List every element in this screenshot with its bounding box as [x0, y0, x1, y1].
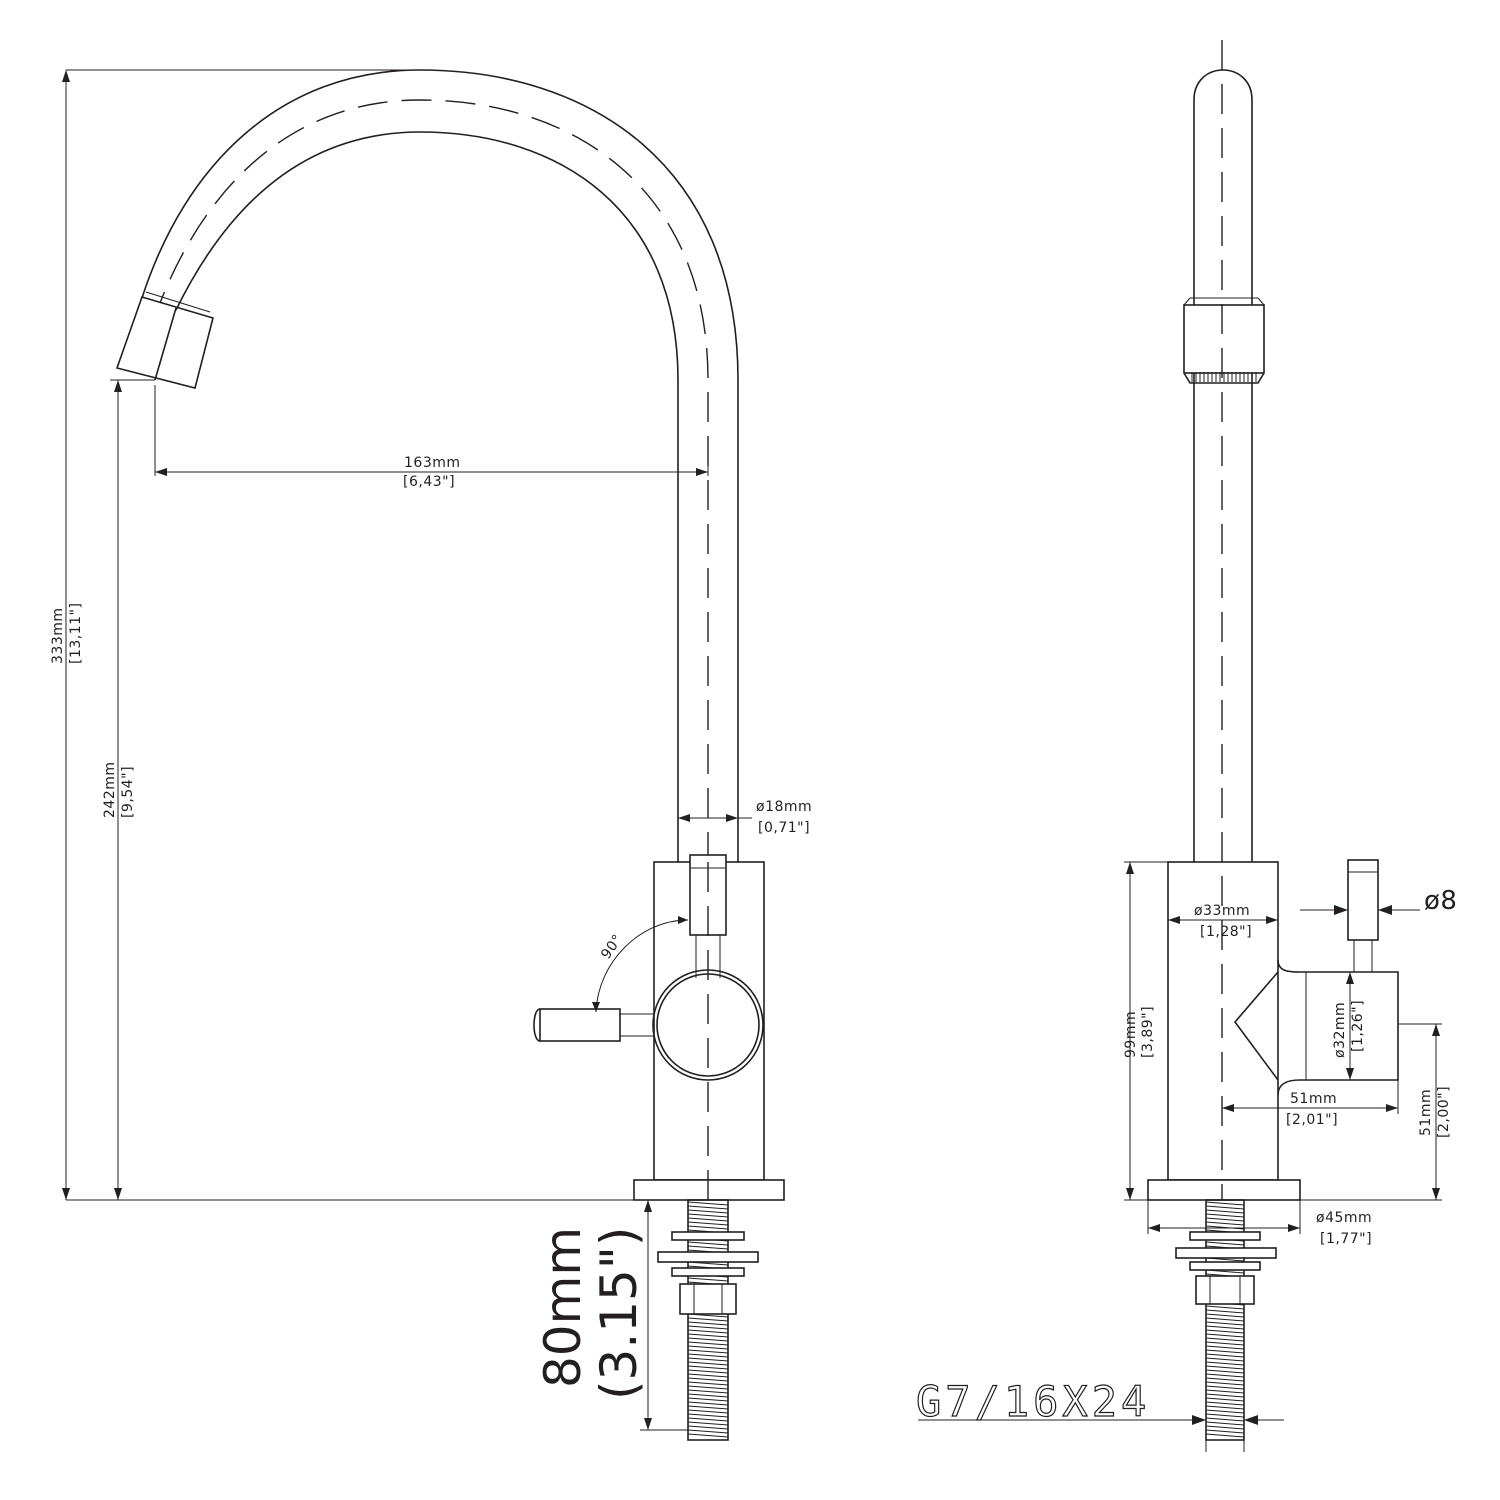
dim-shank-length-in: (3.15") — [590, 1227, 648, 1400]
threaded-shank — [657, 1199, 759, 1441]
dim-body-diameter-in: [1,28"] — [1200, 924, 1252, 940]
dim-total-height-in: [13,11"] — [68, 603, 84, 664]
dim-body-diameter: ø33mm [1,28"] — [1168, 903, 1278, 940]
dim-pipe-diameter-mm: ø18mm — [756, 799, 812, 815]
handle-rotation-label: 90° — [598, 932, 626, 963]
faucet-body — [533, 854, 785, 1201]
thread-spec-label: G7/16X24 — [916, 1377, 1150, 1426]
dim-knob-diameter-mm: ø32mm — [1332, 1002, 1348, 1058]
dim-total-height-mm: 333mm — [50, 608, 66, 665]
dim-spout-reach-mm: 163mm — [404, 455, 461, 471]
dim-body-diameter-mm: ø33mm — [1194, 903, 1250, 919]
dim-spout-reach-in: [6,43"] — [403, 474, 455, 490]
side-view: 333mm [13,11"] 242mm [9,54"] 163mm [6,43… — [50, 69, 812, 1441]
dim-spout-height-mm: 242mm — [102, 762, 118, 819]
dim-knob-height-in: [2,00"] — [1436, 1086, 1452, 1138]
dim-handle-diameter: ø8 — [1300, 886, 1457, 916]
dim-base-diameter-in: [1,77"] — [1320, 1231, 1372, 1247]
dim-total-height: 333mm [13,11"] — [50, 69, 634, 1201]
dim-body-height-mm: 99mm — [1123, 1011, 1139, 1058]
dim-pipe-diameter: ø18mm [0,71"] — [677, 799, 812, 836]
front-threaded-shank — [1175, 1199, 1277, 1441]
dim-spout-height: 242mm [9,54"] — [102, 379, 155, 1200]
dim-shank-length-mm: 80mm — [534, 1227, 592, 1388]
dim-thread: G7/16X24 — [915, 1376, 1284, 1452]
dim-knob-depth-mm: 51mm — [1290, 1091, 1337, 1107]
dim-knob-depth-in: [2,01"] — [1286, 1112, 1338, 1128]
dim-shank-length: 80mm (3.15") — [534, 1200, 688, 1431]
dim-knob-diameter: ø32mm [1,26"] — [1332, 972, 1366, 1080]
front-view: ø8 ø33mm [1,28"] 99mm [3,89"] ø32mm [1, — [915, 40, 1457, 1452]
front-body — [1147, 40, 1399, 1201]
dim-knob-height: 51mm [2,00"] — [1300, 1023, 1452, 1201]
front-spout — [1183, 69, 1265, 862]
spout — [115, 69, 739, 862]
dim-base-diameter: ø45mm [1,77"] — [1147, 1200, 1372, 1247]
dim-body-height: 99mm [3,89"] — [1123, 861, 1168, 1201]
dim-pipe-diameter-in: [0,71"] — [758, 820, 810, 836]
dim-spout-height-in: [9,54"] — [120, 766, 136, 818]
dim-knob-height-mm: 51mm — [1418, 1089, 1434, 1136]
dim-knob-diameter-in: [1,26"] — [1350, 1000, 1366, 1052]
dim-spout-reach: 163mm [6,43"] — [154, 385, 709, 490]
dim-knob-depth: 51mm [2,01"] — [1222, 1080, 1399, 1128]
dim-base-diameter-mm: ø45mm — [1316, 1210, 1372, 1226]
dim-handle-diameter-label: ø8 — [1424, 886, 1457, 916]
dim-body-height-in: [3,89"] — [1140, 1006, 1156, 1058]
